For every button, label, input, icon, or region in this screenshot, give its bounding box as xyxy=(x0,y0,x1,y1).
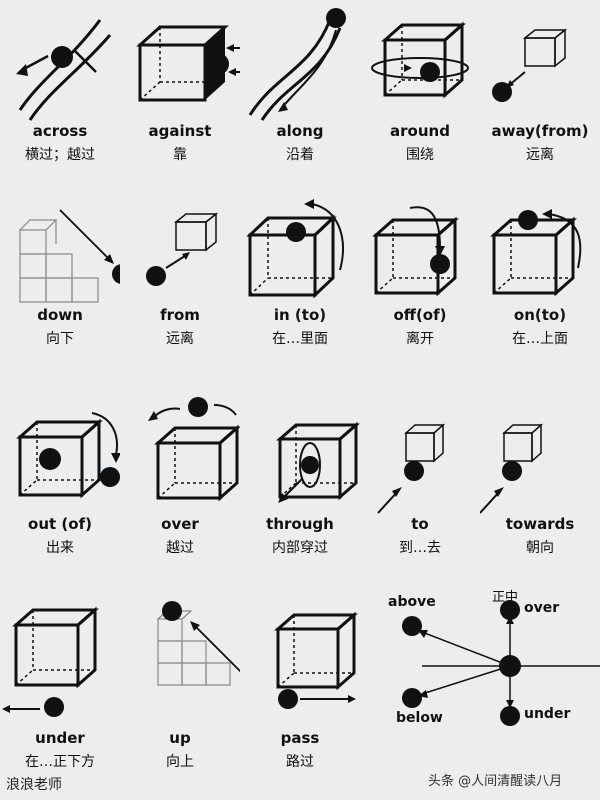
off-of-illustration xyxy=(372,206,459,297)
label-zh: 越过 xyxy=(166,540,194,556)
label-zh: 远离 xyxy=(526,147,554,163)
around-illustration xyxy=(371,21,469,99)
from-illustration xyxy=(146,212,219,286)
label-zh: 在…上面 xyxy=(512,331,568,347)
over-illustration xyxy=(148,397,240,502)
cell-away-from: away(from) 远离 xyxy=(480,0,600,200)
label-en: through xyxy=(266,515,334,533)
label-zh: 到…去 xyxy=(399,540,441,556)
cell-through: through 内部穿过 xyxy=(240,395,360,595)
label-en: out (of) xyxy=(28,515,92,533)
label-en: pass xyxy=(280,729,320,747)
label-en: on(to) xyxy=(513,306,567,324)
cell-to: to 到…去 xyxy=(360,395,480,595)
cell-down: down 向下 xyxy=(0,190,120,390)
label-zh: 朝向 xyxy=(526,540,554,556)
pass-illustration xyxy=(274,611,358,709)
label-above: above xyxy=(388,594,436,610)
cell-over: over 越过 xyxy=(120,395,240,595)
cell-pass: pass 路过 xyxy=(240,595,360,795)
to-illustration xyxy=(377,423,445,514)
cell-under: under 在…正下方 xyxy=(0,595,120,795)
label-zh: 远离 xyxy=(166,331,194,347)
label-en: against xyxy=(148,122,212,140)
label-zh: 内部穿过 xyxy=(272,540,328,556)
label-zh: 离开 xyxy=(406,331,434,347)
label-zh: 沿着 xyxy=(286,147,314,163)
in-to-illustration xyxy=(246,199,344,299)
cell-in-to: in (to) 在…里面 xyxy=(240,190,360,390)
cell-towards: towards 朝向 xyxy=(480,395,600,595)
label-below: below xyxy=(396,710,443,726)
label-en: down xyxy=(37,306,83,324)
label-en: to xyxy=(411,515,429,533)
out-of-illustration xyxy=(16,412,120,499)
label-en: around xyxy=(390,122,450,140)
cell-against: against 靠 xyxy=(120,0,240,200)
label-en: under xyxy=(35,729,85,747)
cell-along: along 沿着 xyxy=(240,0,360,200)
towards-illustration xyxy=(480,423,543,514)
cell-across: across 横过；越过 xyxy=(0,0,120,200)
label-zh: 向上 xyxy=(166,754,194,770)
watermark: 头条 @人间清醒读八月 xyxy=(428,774,563,789)
cell-from: from 远离 xyxy=(120,190,240,390)
under-illustration xyxy=(2,606,99,717)
label-en: along xyxy=(276,122,324,140)
label-en: over xyxy=(161,515,199,533)
across-illustration xyxy=(16,19,112,121)
label-en: from xyxy=(160,306,200,324)
label-zh: 向下 xyxy=(46,331,74,347)
down-illustration xyxy=(19,209,120,303)
label-en: off(of) xyxy=(393,306,447,324)
position-compass: above 正中 over below under xyxy=(360,580,600,800)
cell-up: up 向上 xyxy=(120,595,240,795)
label-zh: 路过 xyxy=(286,754,314,770)
on-to-illustration xyxy=(490,209,582,297)
cell-out-of: out (of) 出来 xyxy=(0,395,120,595)
label-zh: 围绕 xyxy=(406,147,434,163)
through-illustration xyxy=(276,421,360,503)
cell-on-to: on(to) 在…上面 xyxy=(480,190,600,390)
label-en: across xyxy=(32,122,88,140)
up-illustration xyxy=(157,601,240,686)
cell-around: around 围绕 xyxy=(360,0,480,200)
signature: 浪浪老师 xyxy=(6,777,62,793)
against-illustration xyxy=(136,25,240,102)
away-from-illustration xyxy=(492,28,568,102)
label-zh: 在…正下方 xyxy=(25,754,95,770)
label-en: away(from) xyxy=(491,122,589,140)
compass-illustration xyxy=(402,600,600,726)
label-under: under xyxy=(524,706,571,722)
label-zhengzhong: 正中 xyxy=(492,590,519,605)
label-zh: 横过；越过 xyxy=(25,147,95,163)
label-en: in (to) xyxy=(273,306,327,324)
label-zh: 靠 xyxy=(173,147,187,163)
label-zh: 在…里面 xyxy=(272,331,328,347)
label-en: towards xyxy=(505,515,575,533)
label-en: up xyxy=(169,729,191,747)
label-zh: 出来 xyxy=(46,540,74,556)
along-illustration xyxy=(248,8,346,121)
label-over: over xyxy=(524,600,560,616)
cell-off-of: off(of) 离开 xyxy=(360,190,480,390)
